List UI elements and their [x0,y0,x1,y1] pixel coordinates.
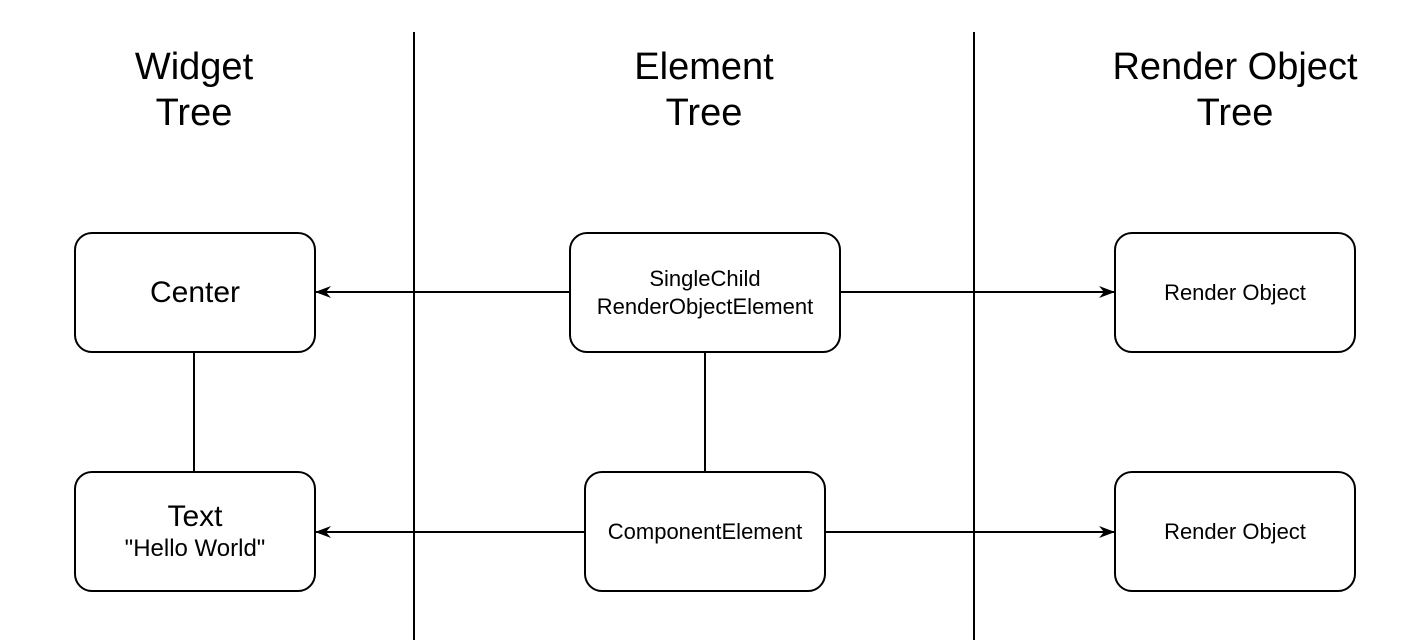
single-child-element-node: SingleChild RenderObjectElement [569,232,841,353]
column-divider-left [413,32,415,640]
render-object-node-2: Render Object [1114,471,1356,592]
text-widget-label: Text [167,499,223,533]
center-widget-label: Center [149,275,241,309]
render-object-label-1: Render Object [1164,279,1306,305]
element-tree-title: Element Tree [634,46,774,134]
text-widget-value: "Hello World" [124,534,266,562]
single-child-element-label-line2: RenderObjectElement [596,293,814,319]
text-widget-node: Text "Hello World" [74,471,316,592]
single-child-element-label-line1: SingleChild [649,265,761,291]
render-object-label-2: Render Object [1164,518,1306,544]
center-widget-node: Center [74,232,316,353]
render-object-node-1: Render Object [1114,232,1356,353]
render-object-tree-title: Render Object Tree [1112,46,1358,134]
widget-tree-title: Widget Tree [134,46,254,134]
column-divider-right [973,32,975,640]
component-element-node: ComponentElement [584,471,826,592]
component-element-label: ComponentElement [607,518,803,544]
